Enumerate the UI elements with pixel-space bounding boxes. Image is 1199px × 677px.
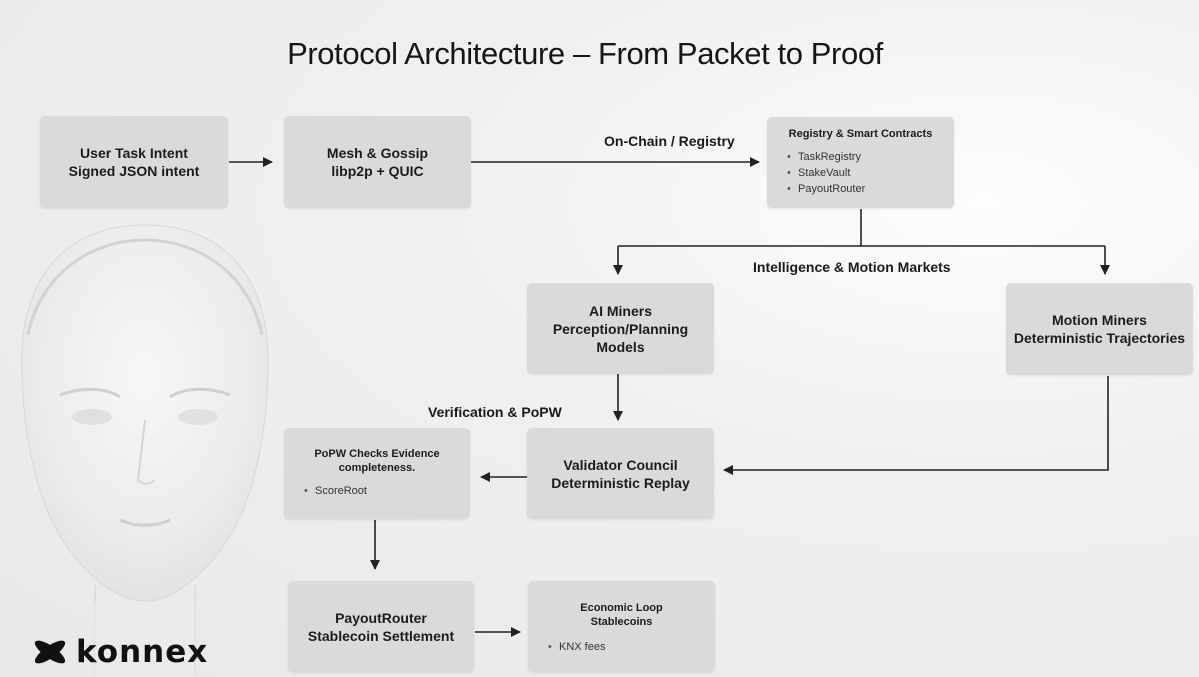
arrow-motion-to-validator	[723, 376, 1109, 475]
registry-item-payoutrouter: PayoutRouter	[787, 181, 954, 197]
registry-contracts-box: Registry & Smart Contracts TaskRegistry …	[767, 117, 954, 208]
ai-miners-line2: Perception/Planning	[552, 320, 689, 337]
motion-miners-title: Motion Miners	[1052, 312, 1147, 328]
payout-router-box: PayoutRouter Stablecoin Settlement	[288, 581, 474, 672]
validator-title: Validator Council	[563, 456, 678, 473]
economic-loop-box: Economic Loop Stablecoins KNX fees	[528, 581, 715, 672]
validator-subtitle: Deterministic Replay	[551, 474, 690, 491]
popw-item-scoreroot: ScoreRoot	[304, 483, 470, 499]
user-task-subtitle: Signed JSON intent	[68, 163, 200, 179]
user-task-title: User Task Intent	[80, 145, 188, 161]
ai-miners-title: AI Miners	[588, 302, 652, 319]
popw-heading: PoPW Checks Evidence	[314, 448, 440, 460]
konnex-wordmark: konnex	[76, 634, 209, 670]
ai-miners-box: AI Miners Perception/Planning Models	[527, 283, 714, 374]
economic-item-knx-fees: KNX fees	[548, 639, 715, 655]
registry-item-taskregistry: TaskRegistry	[787, 149, 954, 165]
humanoid-head-illustration	[21, 224, 269, 677]
user-task-intent-box: User Task Intent Signed JSON intent	[40, 116, 228, 208]
mesh-gossip-box: Mesh & Gossip libp2p + QUIC	[284, 116, 471, 208]
registry-item-stakevault: StakeVault	[787, 165, 954, 181]
registry-heading: Registry & Smart Contracts	[788, 128, 933, 140]
payout-title: PayoutRouter	[335, 609, 427, 626]
diagram-title: Protocol Architecture – From Packet to P…	[287, 36, 883, 71]
economic-heading-cont: Stablecoins	[590, 616, 653, 628]
mesh-title: Mesh & Gossip	[326, 145, 429, 161]
ai-miners-line3: Models	[596, 338, 645, 355]
konnex-logo: konnex	[30, 635, 208, 669]
label-onchain-registry: On-Chain / Registry	[604, 133, 735, 149]
motion-miners-box: Motion Miners Deterministic Trajectories	[1006, 283, 1193, 375]
validator-council-box: Validator Council Deterministic Replay	[527, 428, 714, 519]
popw-heading-cont: completeness.	[338, 462, 416, 474]
mesh-subtitle: libp2p + QUIC	[331, 163, 424, 179]
popw-checks-box: PoPW Checks Evidence completeness. Score…	[284, 428, 470, 519]
label-verification-popw: Verification & PoPW	[428, 404, 562, 420]
payout-subtitle: Stablecoin Settlement	[307, 627, 455, 644]
label-intelligence-motion-markets: Intelligence & Motion Markets	[753, 259, 951, 275]
economic-heading: Economic Loop	[580, 602, 663, 614]
konnex-logo-mark-icon	[34, 640, 66, 664]
motion-miners-subtitle: Deterministic Trajectories	[1013, 330, 1186, 346]
